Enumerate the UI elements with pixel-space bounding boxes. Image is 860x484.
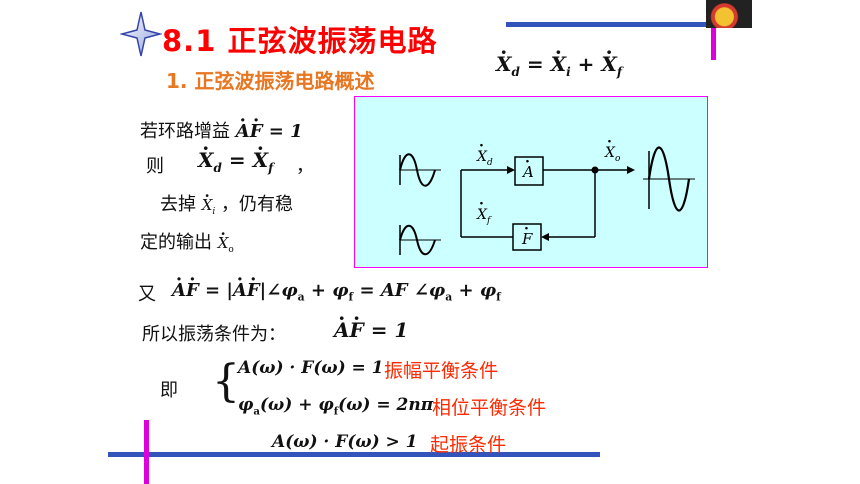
line-namely: 即 xyxy=(160,380,178,401)
output-sine-icon xyxy=(643,146,695,212)
brace: { xyxy=(212,356,240,407)
svg-text:·: · xyxy=(525,154,530,170)
feedback-sine-icon xyxy=(399,224,441,256)
eq-af-one: AF = 1 xyxy=(334,318,408,342)
label-a: A xyxy=(521,163,534,181)
label-start-condition: 起振条件 xyxy=(430,434,507,456)
bottom-magenta-line xyxy=(144,420,149,484)
label-f: F xyxy=(521,230,533,248)
bottom-blue-line xyxy=(108,452,600,457)
svg-text:f: f xyxy=(486,216,492,226)
four-point-star-icon xyxy=(120,11,162,57)
line-also: 又 xyxy=(138,284,156,305)
line-therefore: 所以振荡条件为： xyxy=(142,324,286,345)
line-then-comma: ， xyxy=(296,156,314,177)
eq-amplitude: A(ω) · F(ω) = 1 xyxy=(238,358,384,378)
page-title: 8.1 正弦波振荡电路 xyxy=(162,24,438,58)
svg-text:·: · xyxy=(607,134,612,150)
eq-start: A(ω) · F(ω) > 1 xyxy=(272,432,418,452)
eq-xd-xf: Xd = Xf xyxy=(198,148,273,175)
label-xf: X xyxy=(476,207,488,223)
a-block xyxy=(514,156,544,186)
svg-text:o: o xyxy=(615,154,621,164)
input-sine-icon xyxy=(399,153,441,187)
eq-sum: Xd = Xi + Xf xyxy=(496,52,622,79)
svg-text:·: · xyxy=(479,138,484,154)
eq-phase: φa(ω) + φf(ω) = 2nπ xyxy=(238,395,434,418)
label-amplitude-condition: 振幅平衡条件 xyxy=(384,360,499,382)
diagram-svg: X d · X o · X f · A · F · xyxy=(399,134,695,256)
label-xo: X xyxy=(604,145,616,161)
feedback-diagram: X d · X o · X f · A · F · xyxy=(354,96,708,268)
eq-af-polar: AF = |AF|∠φa + φf = AF ∠φa + φf xyxy=(172,280,501,304)
label-xd: X xyxy=(476,149,488,165)
logo-icon xyxy=(706,0,752,28)
top-magenta-line xyxy=(711,0,716,60)
line-remove: 去掉 Xi ，仍有稳 xyxy=(160,190,293,217)
svg-text:·: · xyxy=(479,196,484,212)
label-phase-condition: 相位平衡条件 xyxy=(432,397,547,419)
svg-text:d: d xyxy=(487,158,493,168)
top-blue-line xyxy=(506,22,750,27)
section-subtitle: 1. 正弦波振荡电路概述 xyxy=(166,69,375,93)
line-output: 定的输出 Xo xyxy=(140,228,234,255)
svg-text:·: · xyxy=(524,221,529,237)
line-loop-gain: 若环路增益 AF = 1 xyxy=(140,117,303,143)
line-then: 则 xyxy=(146,156,164,177)
